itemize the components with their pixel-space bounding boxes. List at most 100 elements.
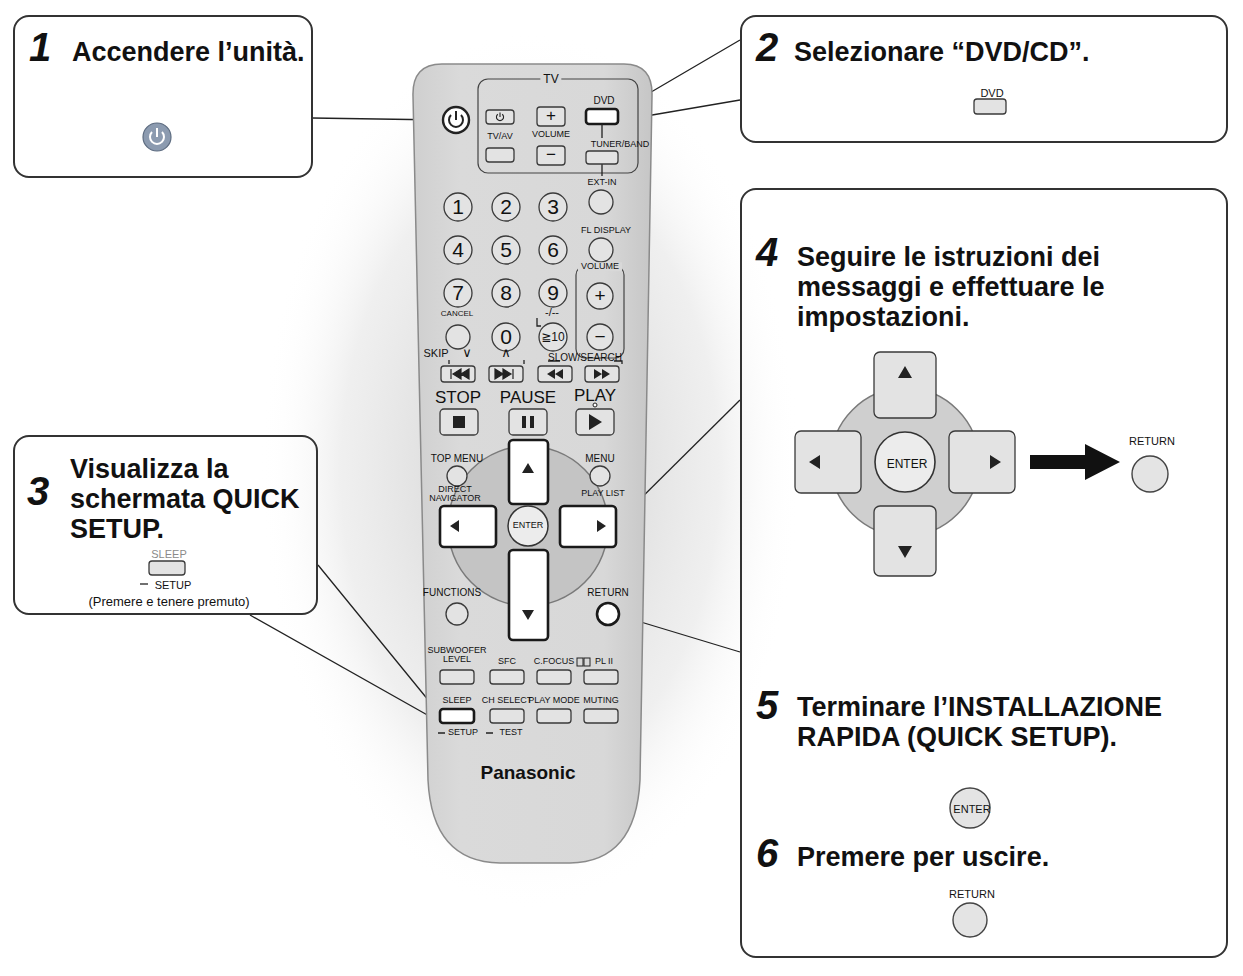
step-heading: Terminare l’INSTALLAZIONE RAPIDA (QUICK … bbox=[797, 692, 1222, 752]
cursor-pad bbox=[590, 466, 610, 486]
remote-body bbox=[413, 64, 652, 863]
function-buttons bbox=[440, 709, 474, 723]
cursor-pad bbox=[508, 506, 548, 546]
transport-buttons bbox=[547, 369, 563, 379]
callout-icons bbox=[140, 583, 148, 584]
button-label: 4 bbox=[452, 239, 464, 261]
button-label: DVD bbox=[593, 96, 614, 107]
number-buttons bbox=[444, 279, 472, 307]
tv-group bbox=[486, 110, 514, 124]
step-heading: Selezionare “DVD/CD”. bbox=[794, 37, 1214, 67]
transport-buttons bbox=[576, 409, 614, 435]
button-label: 1 bbox=[452, 196, 464, 218]
callout-icons bbox=[1030, 444, 1120, 480]
button-label: MENU bbox=[585, 454, 614, 465]
cursor-pad bbox=[447, 466, 467, 486]
button-label: 5 bbox=[500, 239, 512, 261]
transport-buttons bbox=[538, 366, 572, 382]
button-label: -/-- bbox=[545, 307, 559, 319]
button-label: CANCEL bbox=[441, 310, 473, 318]
button-label: 0 bbox=[500, 326, 512, 348]
callout-icons bbox=[875, 432, 935, 492]
tv-group bbox=[499, 113, 500, 117]
button-label: SKIP bbox=[423, 348, 448, 360]
transport-buttons bbox=[509, 409, 547, 435]
function-buttons bbox=[584, 709, 618, 723]
button-label: SLEEP bbox=[151, 549, 186, 561]
transport-buttons bbox=[522, 416, 526, 428]
function-buttons bbox=[537, 709, 571, 723]
button-label: ENTER bbox=[887, 458, 928, 471]
source-buttons bbox=[586, 109, 618, 124]
step-heading: Seguire le istruzioni dei messaggi e eff… bbox=[797, 242, 1217, 333]
button-label: TV bbox=[540, 73, 561, 86]
button-label: ENTER bbox=[513, 521, 544, 530]
tv-group bbox=[478, 79, 638, 173]
button-label: DIRECT NAVIGATOR bbox=[418, 485, 492, 504]
function-buttons bbox=[440, 670, 474, 684]
remote-body bbox=[413, 64, 652, 863]
button-label: 2 bbox=[500, 196, 512, 218]
tv-group bbox=[478, 79, 638, 173]
button-label: TOP MENU bbox=[431, 454, 483, 465]
button-label: − bbox=[546, 146, 556, 164]
number-buttons bbox=[539, 236, 567, 264]
function-buttons bbox=[490, 670, 524, 684]
step-number: 3 bbox=[27, 471, 49, 511]
button-label: 9 bbox=[547, 282, 559, 304]
function-buttons bbox=[584, 658, 590, 666]
number-buttons bbox=[492, 193, 520, 221]
button-label: CH SELECT bbox=[482, 696, 533, 705]
callout-icons bbox=[950, 788, 990, 828]
number-buttons bbox=[444, 193, 567, 351]
step-number: 5 bbox=[756, 685, 778, 725]
number-buttons bbox=[539, 323, 567, 351]
callout-box: 2 Selezionare “DVD/CD”. DVD bbox=[740, 15, 1228, 143]
source-buttons bbox=[589, 190, 613, 214]
shadow-glow bbox=[260, 30, 800, 910]
tv-group bbox=[537, 146, 565, 165]
button-label: STOP bbox=[435, 389, 481, 407]
button-label: PLAY bbox=[574, 387, 616, 405]
source-buttons bbox=[586, 109, 618, 262]
button-label: PLAY LIST bbox=[581, 489, 625, 498]
tv-group bbox=[537, 107, 565, 126]
button-label: ∨ bbox=[462, 346, 472, 360]
button-label: RETURN bbox=[949, 889, 995, 901]
button-label: + bbox=[546, 107, 556, 125]
button-label: SFC bbox=[498, 657, 516, 666]
number-buttons bbox=[537, 318, 541, 326]
tv-group bbox=[486, 148, 514, 162]
callout-icons bbox=[156, 128, 158, 137]
callout-box: 4Seguire le istruzioni dei messaggi e ef… bbox=[740, 188, 1228, 958]
button-label: SETUP bbox=[448, 728, 478, 737]
button-label: ∧ bbox=[501, 346, 511, 360]
transport-buttons bbox=[451, 369, 469, 379]
step-heading: Accendere l’unità. bbox=[72, 37, 307, 67]
transport-buttons bbox=[594, 369, 610, 379]
button-label: MUTING bbox=[583, 696, 619, 705]
callout-box: 3Visualizza la schermata QUICK SETUP.SLE… bbox=[13, 435, 318, 615]
source-buttons bbox=[601, 124, 602, 176]
callout-icons bbox=[953, 903, 987, 937]
button-label: DVD bbox=[980, 88, 1003, 100]
button-label: RETURN bbox=[1129, 436, 1175, 448]
number-buttons bbox=[492, 279, 520, 307]
step-number: 2 bbox=[756, 27, 778, 67]
transport-buttons bbox=[440, 409, 478, 435]
callout-icons bbox=[974, 99, 1006, 114]
button-label: + bbox=[594, 286, 605, 306]
button-label: FL DISPLAY bbox=[581, 226, 631, 235]
button-label: VOLUME bbox=[532, 130, 570, 139]
power-button bbox=[443, 107, 469, 133]
step-heading: Premere per uscire. bbox=[797, 842, 1217, 872]
callout-icons bbox=[949, 431, 1015, 493]
transport-buttons bbox=[495, 369, 513, 379]
function-buttons bbox=[438, 658, 618, 733]
button-label: PAUSE bbox=[500, 389, 556, 407]
transport-buttons bbox=[585, 366, 619, 382]
callout-icons bbox=[149, 561, 185, 575]
cursor-pad bbox=[560, 506, 616, 547]
button-label: ≧10 bbox=[541, 331, 564, 344]
button-label: − bbox=[594, 327, 605, 347]
